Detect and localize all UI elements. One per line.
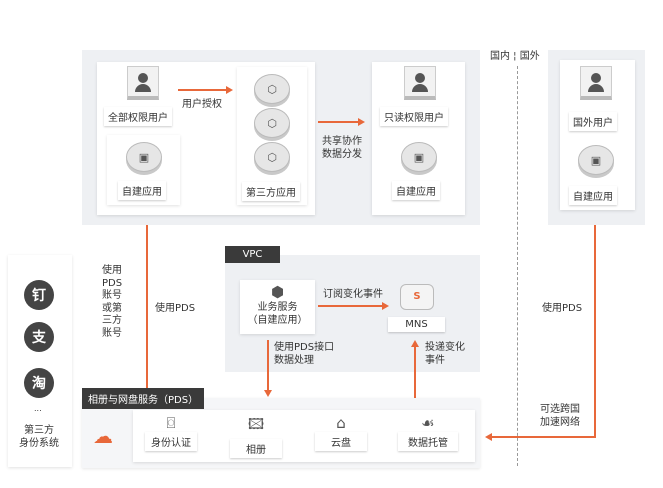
business-service-card: ⬢ 业务服务 （自建应用）	[240, 280, 315, 334]
account-line: PDS	[102, 277, 123, 289]
cube-icon: ⬢	[270, 283, 285, 301]
dingtalk-icon: 钉	[24, 280, 54, 310]
region-label: 国内 ¦ 国外	[490, 51, 540, 62]
mns-icon: S	[400, 284, 434, 310]
cloud-drive-icon: ⌂	[336, 414, 346, 432]
album-icon: 🖾	[247, 415, 265, 433]
share-arrow	[318, 121, 360, 123]
app-disc-icon: ▣	[401, 142, 437, 172]
subscribe-label: 订阅变化事件	[323, 289, 383, 300]
pds-item-drive: ⌂云盘	[315, 414, 367, 451]
account-line: 使用	[102, 265, 122, 276]
pds-item-label: 相册	[230, 439, 282, 458]
use-pds-label: 使用PDS	[155, 303, 196, 314]
third-app-disc-icon: ⬡	[254, 142, 290, 172]
mns-label: MNS	[388, 317, 445, 332]
api-label: 使用PDS接口数据处理	[274, 341, 334, 367]
identity-icon: ⌼	[166, 414, 176, 432]
overseas-use-pds-label: 使用PDS	[542, 303, 583, 314]
third-app-disc-icon: ⬡	[254, 108, 290, 138]
accel-line: 可选跨国	[540, 404, 580, 415]
arrow-head-icon	[226, 86, 233, 94]
readonly-user-label: 只读权限用户	[380, 107, 448, 126]
overseas-label: 国外	[519, 51, 540, 62]
pds-item-hosting: ☙数据托管	[398, 414, 458, 451]
arrow-head-icon	[264, 390, 272, 397]
share-label: 共享协作数据分发	[322, 135, 362, 161]
deliver-line: 事件	[425, 355, 445, 366]
service-label: （自建应用）	[247, 315, 308, 326]
app-disc-icon: ▣	[126, 142, 162, 172]
use-pds-arrow	[146, 225, 148, 393]
data-hosting-icon: ☙	[421, 414, 435, 432]
arrow-head-icon	[411, 340, 419, 347]
third-app-label: 第三方应用	[242, 182, 300, 201]
self-app-label: 自建应用	[569, 186, 617, 205]
ellipsis: ...	[34, 404, 42, 413]
accel-line: 加速网络	[540, 417, 580, 428]
app-disc-icon: ▣	[578, 145, 614, 175]
user-avatar-icon	[580, 66, 612, 100]
pds-item-identity: ⌼身份认证	[145, 414, 197, 451]
api-arrow	[267, 340, 269, 392]
identity-line: 第三方	[24, 425, 54, 436]
pds-tag: 相册与网盘服务（PDS）	[82, 388, 205, 409]
account-line: 或第	[102, 302, 122, 314]
taobao-icon: 淘	[24, 368, 54, 398]
account-line: 账号	[102, 290, 122, 301]
pds-logo-icon: ☁	[93, 424, 113, 448]
full-user-label: 全部权限用户	[104, 107, 172, 126]
alipay-icon: 支	[24, 322, 54, 352]
accel-label: 可选跨国加速网络	[540, 403, 580, 429]
pds-item-label: 数据托管	[398, 432, 458, 451]
domestic-label: 国内	[490, 51, 510, 62]
account-line: 账号	[102, 327, 122, 339]
account-line: 三方	[102, 315, 122, 326]
arrow-head-icon	[358, 118, 365, 126]
region-divider	[517, 66, 518, 466]
vpc-tag: VPC	[225, 246, 280, 263]
arrow-head-icon	[382, 302, 389, 310]
overseas-arrow	[492, 436, 596, 438]
overseas-arrow	[594, 225, 596, 438]
self-app-label: 自建应用	[118, 181, 166, 200]
third-app-disc-icon: ⬡	[254, 74, 290, 104]
pds-item-album: 🖾 相册	[230, 414, 282, 458]
deliver-arrow	[414, 346, 416, 400]
service-label: 业务服务	[257, 302, 298, 313]
share-line: 共享协作	[322, 136, 362, 147]
deliver-label: 投递变化事件	[425, 341, 465, 367]
self-app-label: 自建应用	[392, 181, 440, 200]
identity-line: 身份系统	[19, 438, 59, 449]
api-line: 使用PDS接口	[274, 342, 335, 353]
share-line: 数据分发	[322, 149, 362, 160]
user-avatar-icon	[404, 66, 436, 100]
deliver-line: 投递变化	[425, 342, 465, 353]
identity-label: 第三方身份系统	[16, 424, 62, 450]
api-line: 数据处理	[274, 355, 314, 366]
overseas-user-label: 国外用户	[569, 112, 617, 131]
pds-item-label: 身份认证	[145, 432, 197, 451]
pds-item-label: 云盘	[315, 432, 367, 451]
user-avatar-icon	[127, 66, 159, 100]
arrow-head-icon	[485, 433, 492, 441]
grant-label: 用户授权	[182, 99, 222, 110]
grant-arrow	[178, 89, 228, 91]
subscribe-arrow	[318, 305, 384, 307]
